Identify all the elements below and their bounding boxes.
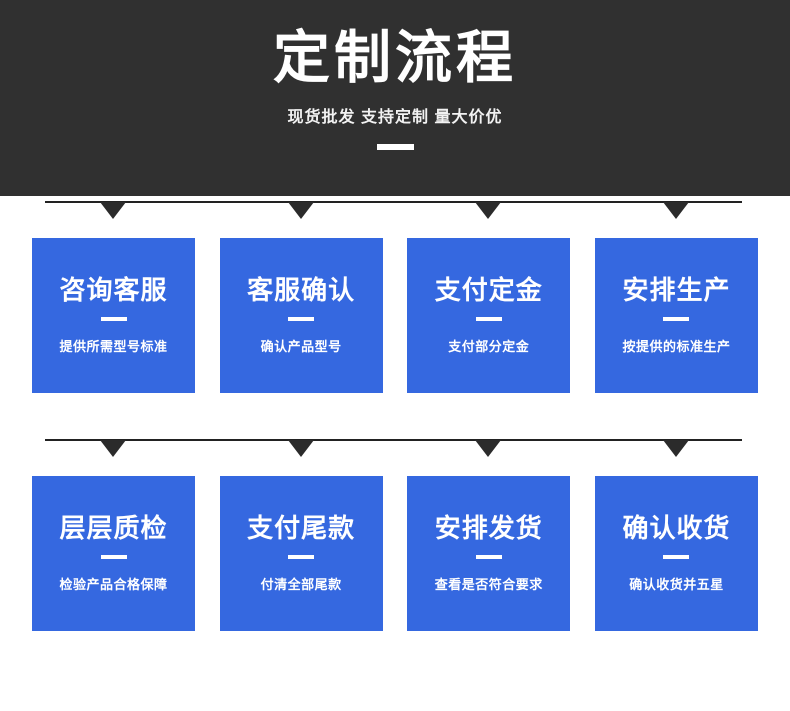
- flow-step-divider: [288, 317, 315, 322]
- arrow-down-icon: [288, 202, 314, 219]
- flow-step-divider: [475, 317, 502, 322]
- flow-step-card[interactable]: 支付定金 支付部分定金: [407, 238, 571, 393]
- flow-step-title: 支付尾款: [247, 512, 356, 543]
- arrow-down-icon: [663, 440, 689, 457]
- flow-step-title: 咨询客服: [59, 274, 168, 305]
- flow-step-divider: [663, 555, 690, 560]
- arrow-down-icon: [475, 202, 501, 219]
- flow-step-divider: [663, 317, 690, 322]
- connector-row-1: [0, 196, 790, 233]
- flow-step-desc: 付清全部尾款: [260, 577, 342, 593]
- flow-step-desc: 支付部分定金: [448, 339, 530, 355]
- page-header: 定制流程 现货批发 支持定制 量大价优: [0, 0, 790, 196]
- flow-step-card[interactable]: 确认收货 确认收货并五星: [594, 476, 758, 631]
- header-divider: [376, 143, 414, 150]
- flow-step-title: 确认收货: [622, 512, 731, 543]
- arrow-down-icon: [100, 202, 126, 219]
- flow-step-desc: 提供所需型号标准: [59, 339, 168, 355]
- flow-step-card[interactable]: 安排发货 查看是否符合要求: [407, 476, 571, 631]
- flow-step-card[interactable]: 支付尾款 付清全部尾款: [219, 476, 383, 631]
- flow-step-divider: [288, 555, 315, 560]
- flow-row-2: 层层质检 检验产品合格保障 支付尾款 付清全部尾款 安排发货 查看是否符合要求 …: [0, 434, 790, 666]
- flow-step-desc: 确认产品型号: [260, 339, 342, 355]
- flow-step-title: 客服确认: [247, 274, 356, 305]
- arrow-down-icon: [663, 202, 689, 219]
- process-flow: 咨询客服 提供所需型号标准 客服确认 确认产品型号 支付定金 支付部分定金 安排…: [0, 196, 790, 666]
- flow-card-group-2: 层层质检 检验产品合格保障 支付尾款 付清全部尾款 安排发货 查看是否符合要求 …: [32, 476, 758, 631]
- flow-step-desc: 查看是否符合要求: [434, 577, 543, 593]
- flow-step-card[interactable]: 安排生产 按提供的标准生产: [594, 238, 758, 393]
- arrow-down-icon: [475, 440, 501, 457]
- flow-step-title: 层层质检: [59, 512, 168, 543]
- flow-step-divider: [100, 555, 127, 560]
- arrow-down-icon: [100, 440, 126, 457]
- flow-step-card[interactable]: 咨询客服 提供所需型号标准: [32, 238, 195, 393]
- connector-line: [45, 201, 742, 203]
- flow-row-1: 咨询客服 提供所需型号标准 客服确认 确认产品型号 支付定金 支付部分定金 安排…: [0, 196, 790, 434]
- flow-step-divider: [100, 317, 127, 322]
- flow-step-card[interactable]: 层层质检 检验产品合格保障: [32, 476, 195, 631]
- connector-line: [45, 439, 742, 441]
- flow-step-divider: [475, 555, 502, 560]
- flow-card-group-1: 咨询客服 提供所需型号标准 客服确认 确认产品型号 支付定金 支付部分定金 安排…: [32, 238, 758, 393]
- flow-step-desc: 确认收货并五星: [629, 577, 724, 593]
- flow-step-desc: 按提供的标准生产: [622, 339, 731, 355]
- arrow-down-icon: [288, 440, 314, 457]
- flow-step-title: 安排发货: [434, 512, 543, 543]
- flow-step-card[interactable]: 客服确认 确认产品型号: [219, 238, 383, 393]
- connector-row-2: [0, 434, 790, 471]
- page-subtitle: 现货批发 支持定制 量大价优: [287, 108, 503, 126]
- flow-step-title: 支付定金: [434, 274, 543, 305]
- flow-step-desc: 检验产品合格保障: [59, 577, 168, 593]
- page-title: 定制流程: [273, 26, 517, 90]
- flow-step-title: 安排生产: [622, 274, 731, 305]
